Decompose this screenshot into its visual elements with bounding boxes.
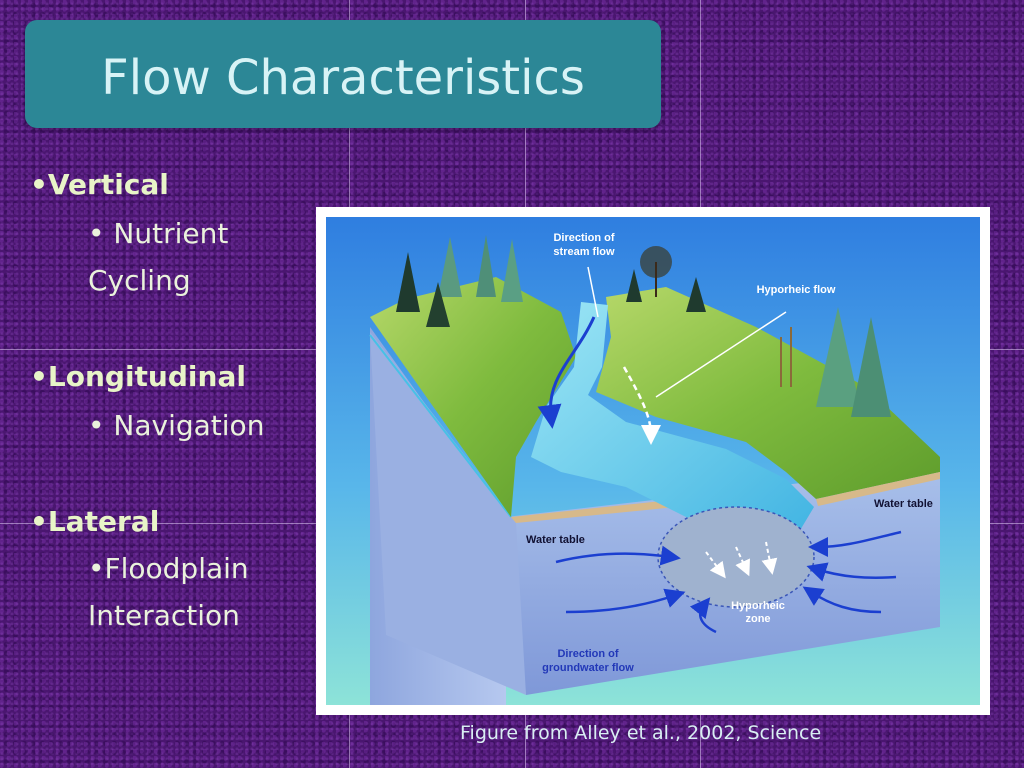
slide-title: Flow Characteristics [101,50,585,106]
sub-bullet-navigation: • Navigation [88,409,265,442]
sub-bullet-cycling: Cycling [88,264,191,297]
left-bank-grass [370,277,576,517]
hyporheic-zone [657,506,815,608]
label-hyporheic-flow: Hyporheic flow [757,284,836,296]
label-groundwater-flow-2: groundwater flow [542,662,634,674]
label-hyporheic-zone-2: zone [745,613,770,625]
sub-bullet-interaction: Interaction [88,599,240,632]
bullet-longitudinal: •Longitudinal [30,360,246,393]
figure-caption: Figure from Alley et al., 2002, Science [460,722,822,744]
label-water-table-left: Water table [526,534,585,546]
label-stream-flow-2: stream flow [553,246,615,258]
tree-icons [396,235,891,417]
block-side-face [370,332,526,695]
bullet-lateral: •Lateral [30,505,160,538]
title-box: Flow Characteristics [25,20,661,128]
stream-channel [531,302,814,547]
sub-bullet-floodplain: •Floodplain [88,552,249,585]
stream-diagram: Direction of stream flow Hyporheic flow … [326,217,980,705]
label-hyporheic-zone-1: Hyporheic [731,600,785,612]
label-groundwater-flow-1: Direction of [557,648,618,660]
bullet-vertical: •Vertical [30,168,169,201]
label-water-table-right: Water table [874,498,933,510]
right-bank-grass [596,287,940,499]
sub-bullet-nutrient: • Nutrient [88,217,229,250]
stream-diagram-figure: Direction of stream flow Hyporheic flow … [316,207,990,715]
label-stream-flow-1: Direction of [553,232,614,244]
